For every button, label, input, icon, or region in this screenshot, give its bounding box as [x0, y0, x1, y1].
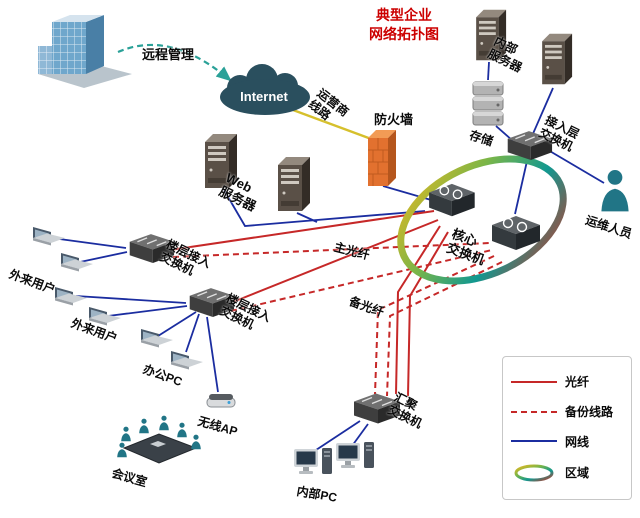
legend-label: 备份线路	[565, 405, 614, 420]
lan-cable-lines	[51, 61, 605, 453]
legend-item-zone: 区域	[511, 463, 623, 483]
legend-label: 光纤	[565, 375, 590, 390]
office-laptop-1-icon	[141, 329, 173, 348]
label-remote-management: 远程管理	[142, 47, 195, 62]
legend-label: 网线	[565, 434, 590, 449]
legend-item-lan: 网线	[511, 433, 623, 450]
internet-label: Internet	[240, 89, 288, 104]
meeting-room-icon	[117, 416, 201, 463]
internet-cloud-icon: Internet	[220, 64, 310, 115]
backup-fiber-lines	[172, 242, 503, 397]
legend-item-backup: 备份线路	[511, 403, 623, 420]
label-firewall: 防火墙	[374, 112, 414, 127]
core-switch-2-icon	[491, 215, 541, 251]
diagram-title: 典型企业 网络拓扑图	[369, 7, 439, 42]
wireless-ap-icon	[206, 393, 236, 408]
firewall-icon	[367, 129, 397, 187]
ops-staff-icon	[601, 170, 629, 212]
carrier-line	[292, 108, 375, 142]
legend-label: 区域	[565, 466, 590, 481]
backup-line-sample	[511, 410, 557, 413]
office-laptop-2-icon	[171, 351, 203, 370]
remote-management-link	[117, 43, 232, 82]
web-server-2-icon	[278, 157, 310, 211]
zone-ring-sample	[514, 464, 554, 482]
legend: 光纤 备份线路 网线 区域	[502, 356, 632, 500]
storage-icon	[472, 81, 504, 126]
fiber-line-sample	[511, 380, 557, 383]
external-laptop-1-icon	[33, 227, 65, 246]
external-laptop-2-icon	[61, 253, 93, 272]
lan-line-sample	[511, 440, 557, 443]
legend-item-fiber: 光纤	[511, 373, 623, 390]
internal-server-2-icon	[542, 33, 573, 85]
core-zone-ring	[397, 155, 567, 285]
internal-pc-2-icon	[336, 442, 374, 468]
internal-pc-1-icon	[294, 448, 332, 474]
